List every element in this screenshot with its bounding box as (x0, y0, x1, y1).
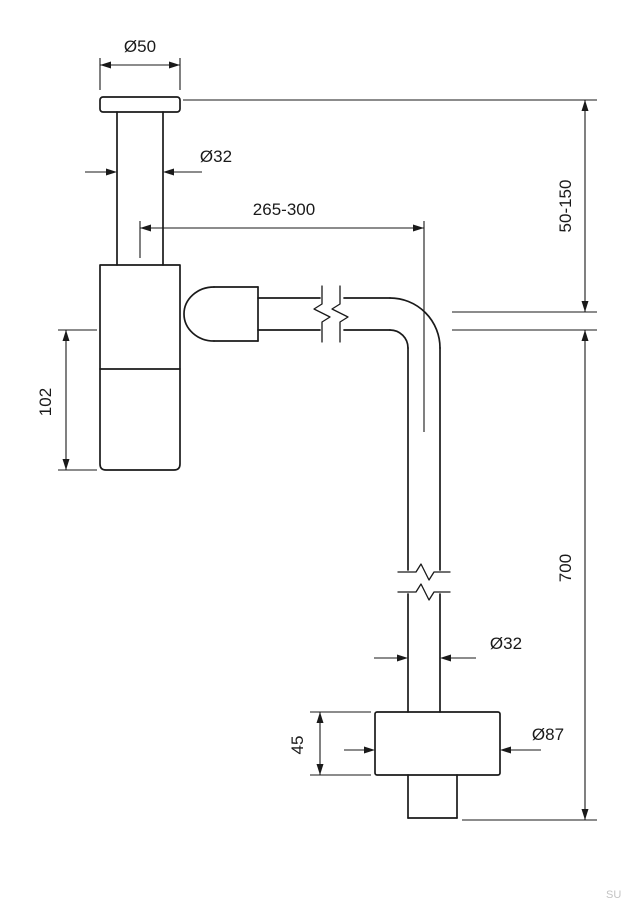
vertical-pipe (407, 347, 441, 713)
elbow (389, 297, 441, 349)
dim-cap-diameter: Ø50 (99, 37, 181, 90)
watermark-text: SU (606, 889, 621, 901)
dim-label-flange-depth: 45 (288, 736, 307, 755)
dim-label-inlet-diameter: Ø32 (200, 147, 232, 166)
outlet-coupling (183, 286, 259, 342)
top-cap (99, 96, 181, 113)
pipe-break-vertical (397, 563, 451, 601)
dim-label-outlet-pipe-diameter: Ø32 (490, 634, 522, 653)
trap-body (99, 264, 181, 471)
dim-label-trap-body-height: 102 (36, 388, 55, 416)
dim-trap-body-height: 102 (36, 329, 97, 471)
dim-flange-depth: 45 (288, 711, 371, 776)
wall-flange (374, 711, 501, 776)
dim-vertical-length: 700 (452, 329, 597, 821)
dim-height-adjust: 50-150 (183, 99, 597, 313)
dim-label-horizontal-reach: 265-300 (253, 200, 315, 219)
dim-horizontal-reach: 265-300 (139, 200, 425, 432)
dim-outlet-pipe-diameter: Ø32 (374, 634, 522, 662)
inlet-pipe (116, 111, 164, 266)
dim-label-cap-diameter: Ø50 (124, 37, 156, 56)
dim-flange-diameter: Ø87 (344, 725, 564, 754)
dim-label-flange-diameter: Ø87 (532, 725, 564, 744)
outlet-pipe (257, 297, 391, 331)
dim-label-height-adjust: 50-150 (556, 180, 575, 233)
dim-inlet-diameter: Ø32 (85, 147, 232, 176)
pipe-break-horizontal (313, 285, 349, 343)
pipe-stub (407, 774, 458, 819)
dim-label-vertical-length: 700 (556, 554, 575, 582)
